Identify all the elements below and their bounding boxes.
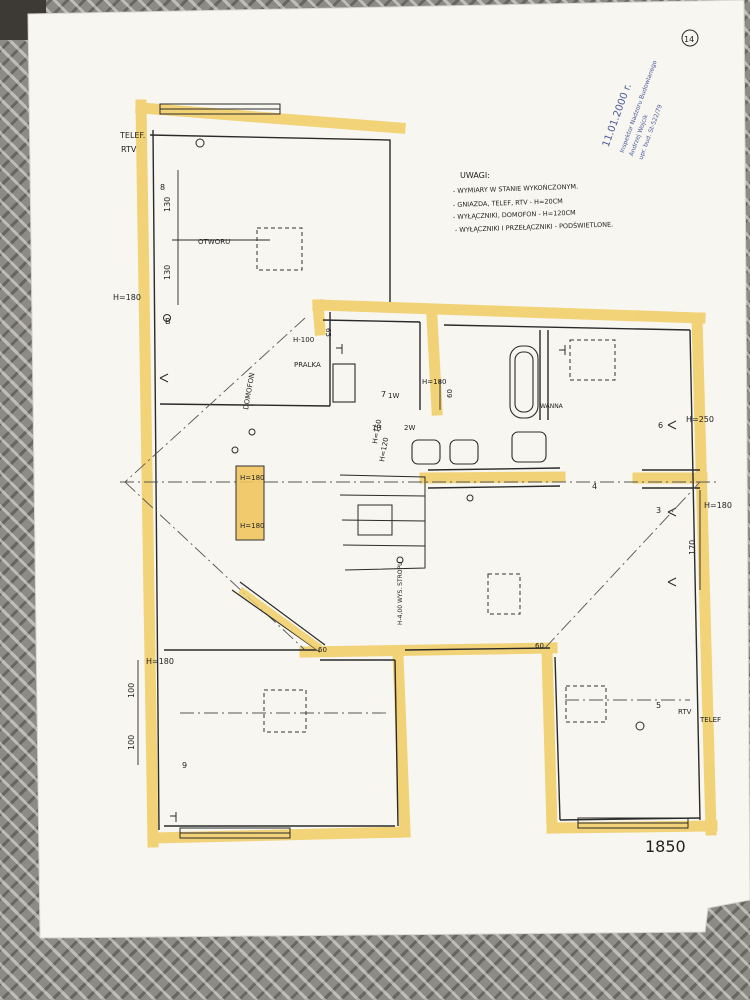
washbasins — [332, 363, 547, 465]
notes-heading: UWAGI: — [460, 171, 490, 180]
notes-line-2: - GNIAZDA, TELEF, RTV - H=20CM — [453, 197, 563, 209]
label-dim-60-a: 60 — [318, 646, 327, 654]
stairs — [339, 474, 426, 571]
label-num-6: 6 — [658, 421, 663, 430]
label-num-4: 4 — [592, 482, 597, 491]
label-dim-100-a: 100 — [127, 683, 136, 698]
bathtub — [509, 345, 539, 419]
label-telef-top: TELEF. — [119, 131, 145, 140]
label-dim-130-a: 130 — [163, 197, 172, 212]
label-dim-100-b: 100 — [127, 735, 136, 750]
label-h180-low: H=180 — [146, 657, 174, 666]
slanted-wall-highlight — [237, 587, 323, 651]
label-h180-box2: H=180 — [240, 522, 265, 530]
closet-box-highlight — [236, 466, 264, 540]
page-number-circle — [681, 29, 699, 47]
label-telef-low: TELEF — [699, 716, 721, 724]
paper-sheet — [27, 0, 750, 939]
label-dim-60-b: 60 — [535, 642, 544, 650]
label-1h: 1H — [372, 424, 382, 432]
label-num-5: 5 — [656, 701, 661, 710]
label-dim-60-c: 60 — [446, 389, 454, 398]
label-h250: H=250 — [686, 415, 714, 424]
label-h180-box1: H=180 — [240, 474, 265, 482]
label-dim-130-b: 130 — [163, 265, 172, 280]
label-2w: 2W — [404, 424, 415, 432]
wall-outlines — [149, 129, 701, 831]
label-h180-left: H=180 — [113, 293, 141, 302]
label-dim-170: 170 — [688, 540, 697, 555]
electrical-symbols — [159, 138, 677, 822]
label-h180-right: H=180 — [704, 501, 732, 510]
ceiling-lamp-markers — [256, 227, 616, 733]
windows — [159, 103, 689, 839]
label-pralka: PRALKA — [294, 361, 321, 369]
closet-box-outline — [235, 465, 265, 541]
dimension-lines — [137, 170, 701, 765]
label-eight-top: 8 — [160, 183, 165, 192]
notes-line-1: - WYMIARY W STANIE WYKOŃCZONYM. — [453, 182, 579, 195]
label-num-7: 7 — [381, 390, 386, 399]
diagonal-lines — [120, 317, 720, 714]
label-num-9: 9 — [182, 761, 187, 770]
label-rtv-low: RTV — [678, 708, 692, 716]
label-dim-65: 65 — [324, 328, 332, 337]
page-number: 14 — [684, 35, 694, 44]
label-wys-stropu: H-4,00 WYS. STROPU — [397, 561, 404, 625]
label-1w: 1W — [388, 392, 399, 400]
sheet-number: 1850 — [645, 837, 686, 856]
label-wanna: WANNA — [540, 403, 564, 410]
label-rtv-top: RTV — [121, 145, 137, 154]
label-h100: H-100 — [293, 336, 314, 344]
label-h180-bath: H=180 — [422, 378, 447, 386]
label-otwor: OTWORU — [198, 238, 230, 246]
label-num-3: 3 — [656, 506, 661, 515]
